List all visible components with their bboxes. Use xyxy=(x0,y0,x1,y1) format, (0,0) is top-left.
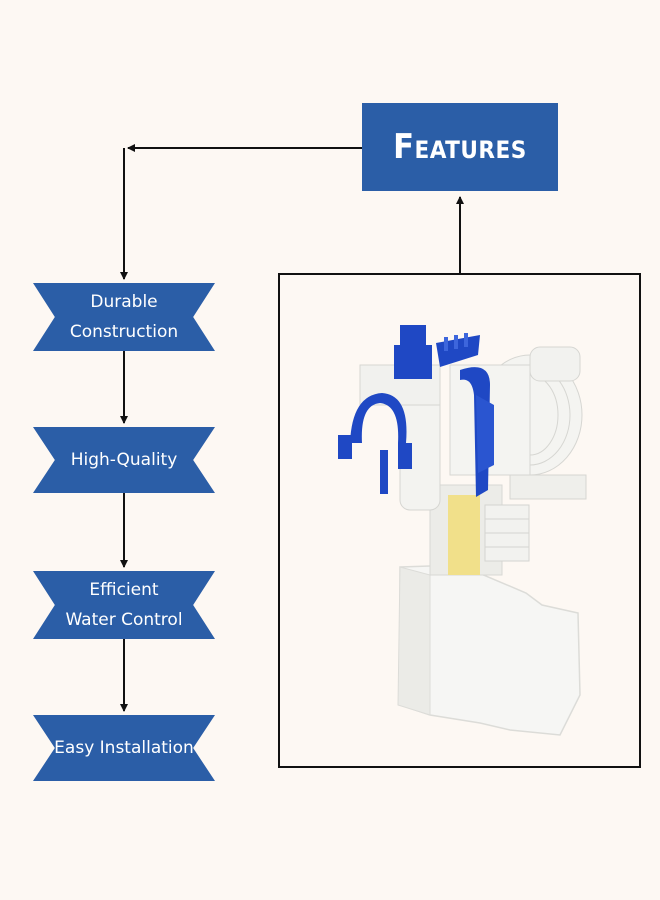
product-photo-frame xyxy=(278,273,641,768)
feature-ribbon-quality: High-Quality xyxy=(33,427,215,493)
feature-label: High-Quality xyxy=(70,450,178,470)
feature-label: Efficient Water Control xyxy=(65,580,183,630)
feature-ribbon-efficient: Efficient Water Control xyxy=(33,571,215,639)
feature-ribbon-durable: Durable Construction xyxy=(33,283,215,351)
feature-ribbon-easy: Easy Installation xyxy=(33,715,215,781)
features-title: Features xyxy=(362,103,558,191)
feature-label: Easy Installation xyxy=(54,738,194,758)
feature-label: Durable Construction xyxy=(69,292,179,342)
fill-valve-image xyxy=(338,325,587,736)
